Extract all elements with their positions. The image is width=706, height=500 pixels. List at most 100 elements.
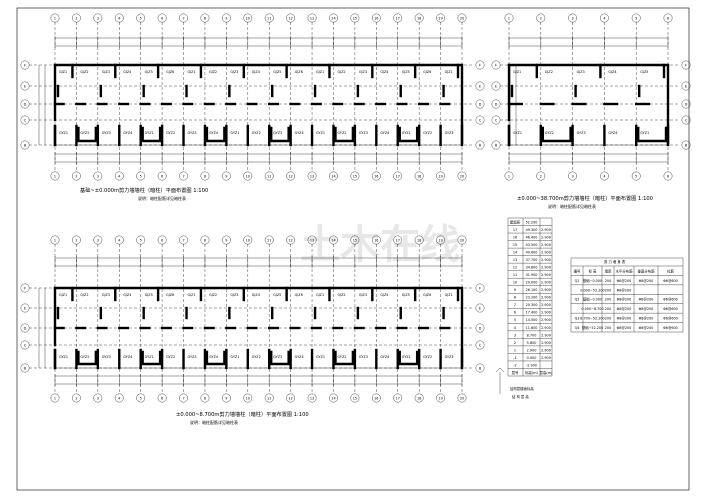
grid-bubble-bottom-label: 20: [460, 396, 464, 400]
grid-bubble-bottom-label: 1: [508, 174, 510, 178]
column-tag: GJZ3: [359, 293, 367, 297]
column-tag: GJZ6: [423, 293, 431, 297]
grid-bubble-left-label: D: [495, 102, 498, 106]
floor-cell-elevation: 标高(m): [525, 370, 538, 375]
outer-wall: [53, 286, 464, 368]
wall-table-cell: Φ6@600: [663, 298, 678, 302]
grid-bubble-bottom: [179, 393, 188, 403]
column-tag: GYZ2: [423, 355, 432, 359]
grid-bubble-top: [157, 235, 167, 245]
grid-bubble-left: [491, 115, 501, 125]
grid-bubble-bottom: [393, 393, 403, 403]
column-tag: GJZ2: [337, 70, 345, 74]
floor-cell-level: 9: [514, 288, 516, 292]
stair-core-wall: [141, 126, 162, 143]
grid-bubble-left-label: E: [24, 84, 26, 88]
wall-table-cell: 基础~52.200: [582, 325, 604, 330]
wall-table-cell: 200: [605, 279, 611, 283]
grid-bubble-top: [568, 13, 577, 23]
grid-bubble-bottom-label: 3: [97, 396, 99, 400]
floor-cell-level: 7: [514, 303, 516, 307]
grid-bubble-top-label: 16: [374, 16, 378, 20]
column-tag: GJZ5: [402, 293, 410, 297]
grid-bubble-bottom-label: 12: [288, 396, 292, 400]
grid-bubble-left-label: E: [24, 306, 26, 310]
wall-table-header: 标 高: [589, 268, 597, 273]
grid-bubble-right: [475, 140, 485, 150]
floor-cell-elevation: 43.500: [526, 243, 538, 247]
grid-bubble-top: [264, 235, 274, 245]
grid-bubble-bottom: [504, 171, 514, 181]
sheet-border: [16, 7, 690, 491]
column-tag: GYZ3: [188, 131, 197, 135]
grid-bubble-left-label: B: [24, 143, 27, 147]
grid-bubble-top-label: 4: [603, 16, 605, 20]
wall-table-cell: Φ8@200: [617, 307, 632, 311]
grid-bubble-top: [264, 13, 274, 23]
floor-cell-elevation: 37.700: [526, 258, 538, 262]
grid-bubble-bottom-label: 9: [225, 174, 227, 178]
floor-cell-level: 10: [513, 281, 517, 285]
grid-bubble-left-label: B: [24, 366, 27, 370]
grid-bubble-bottom-label: 14: [331, 174, 335, 178]
grid-bubble-right-label: C: [685, 118, 688, 122]
floor-cell-elevation: 40.600: [526, 251, 538, 255]
grid-bubble-bottom: [72, 393, 81, 403]
column-tag: GYZ1: [640, 131, 649, 135]
column-tag: GYZ2: [337, 355, 346, 359]
wall-table-cell: 200: [605, 326, 611, 330]
wall-table-header: 水平分布筋: [616, 268, 634, 273]
grid-bubble-bottom: [329, 171, 338, 181]
grid-bubble-bottom: [286, 171, 296, 181]
floor-cell-height: 2.900: [541, 228, 551, 232]
wall-table-frame: [570, 257, 684, 333]
grid-bubble-bottom-label: 19: [438, 174, 442, 178]
grid-bubble-top-label: 11: [267, 16, 271, 20]
grid-bubble-bottom: [50, 393, 60, 403]
grid-bubble-top: [221, 235, 231, 245]
grid-bubble-top: [136, 13, 146, 23]
grid-bubble-left: [20, 323, 30, 333]
stair-core-wall: [334, 126, 355, 143]
floor-cell-elevation: 14.500: [526, 318, 538, 322]
grid-bubble-top: [414, 13, 424, 23]
floor-cell-height: 2.900: [541, 273, 551, 277]
column-tag: GJZ6: [166, 293, 174, 297]
grid-bubble-top: [393, 235, 403, 245]
floor-cell-elevation: 29.000: [526, 281, 538, 285]
floor-cell-height: 2.900: [541, 341, 551, 345]
grid-bubble-left-label: F: [24, 63, 26, 67]
grid-bubble-right-label: B: [479, 366, 482, 370]
floor-cell-level: 4: [514, 326, 516, 330]
grid-bubble-top-label: 13: [310, 16, 314, 20]
wall-table-cell: Φ6@600: [663, 317, 678, 321]
column-tag: GYZ4: [123, 355, 132, 359]
grid-bubble-left: [491, 60, 501, 70]
floor-cell-elevation: 17.400: [526, 311, 538, 315]
column-tag: GJZ5: [145, 293, 153, 297]
column-tag: GJZ1: [59, 293, 67, 297]
stair-core-wall: [541, 126, 572, 143]
grid-bubble-bottom: [436, 171, 445, 181]
grid-bubble-top-label: 10: [246, 238, 250, 242]
column-tag: GYZ1: [316, 355, 325, 359]
grid-bubble-top-label: 2: [75, 16, 77, 20]
plans-layer: 1122334455667788991010111112121313141415…: [20, 13, 691, 403]
column-tag: GJZ5: [145, 70, 153, 74]
grid-bubble-left-label: F: [495, 63, 497, 67]
column-tag: GYZ4: [380, 355, 389, 359]
grid-bubble-left-label: F: [24, 286, 26, 290]
column-tag: GJZ6: [166, 70, 174, 74]
grid-bubble-right: [475, 303, 485, 313]
wall-table-cell: 200: [605, 307, 611, 311]
grid-bubble-top-label: 9: [225, 16, 227, 20]
grid-bubble-top: [371, 235, 381, 245]
grid-bubble-top-label: 2: [75, 238, 77, 242]
grid-bubble-right-label: C: [479, 343, 482, 347]
grid-bubble-right: [475, 340, 485, 350]
grid-bubble-top-label: 1: [54, 238, 56, 242]
plan-a-note: 说明：暗柱配筋详见暗柱表: [138, 195, 186, 201]
column-tag: GYZ2: [337, 131, 346, 135]
floor-table-caption-2: 结 构 层 高: [512, 394, 529, 399]
column-tag: GJZ5: [402, 70, 410, 74]
